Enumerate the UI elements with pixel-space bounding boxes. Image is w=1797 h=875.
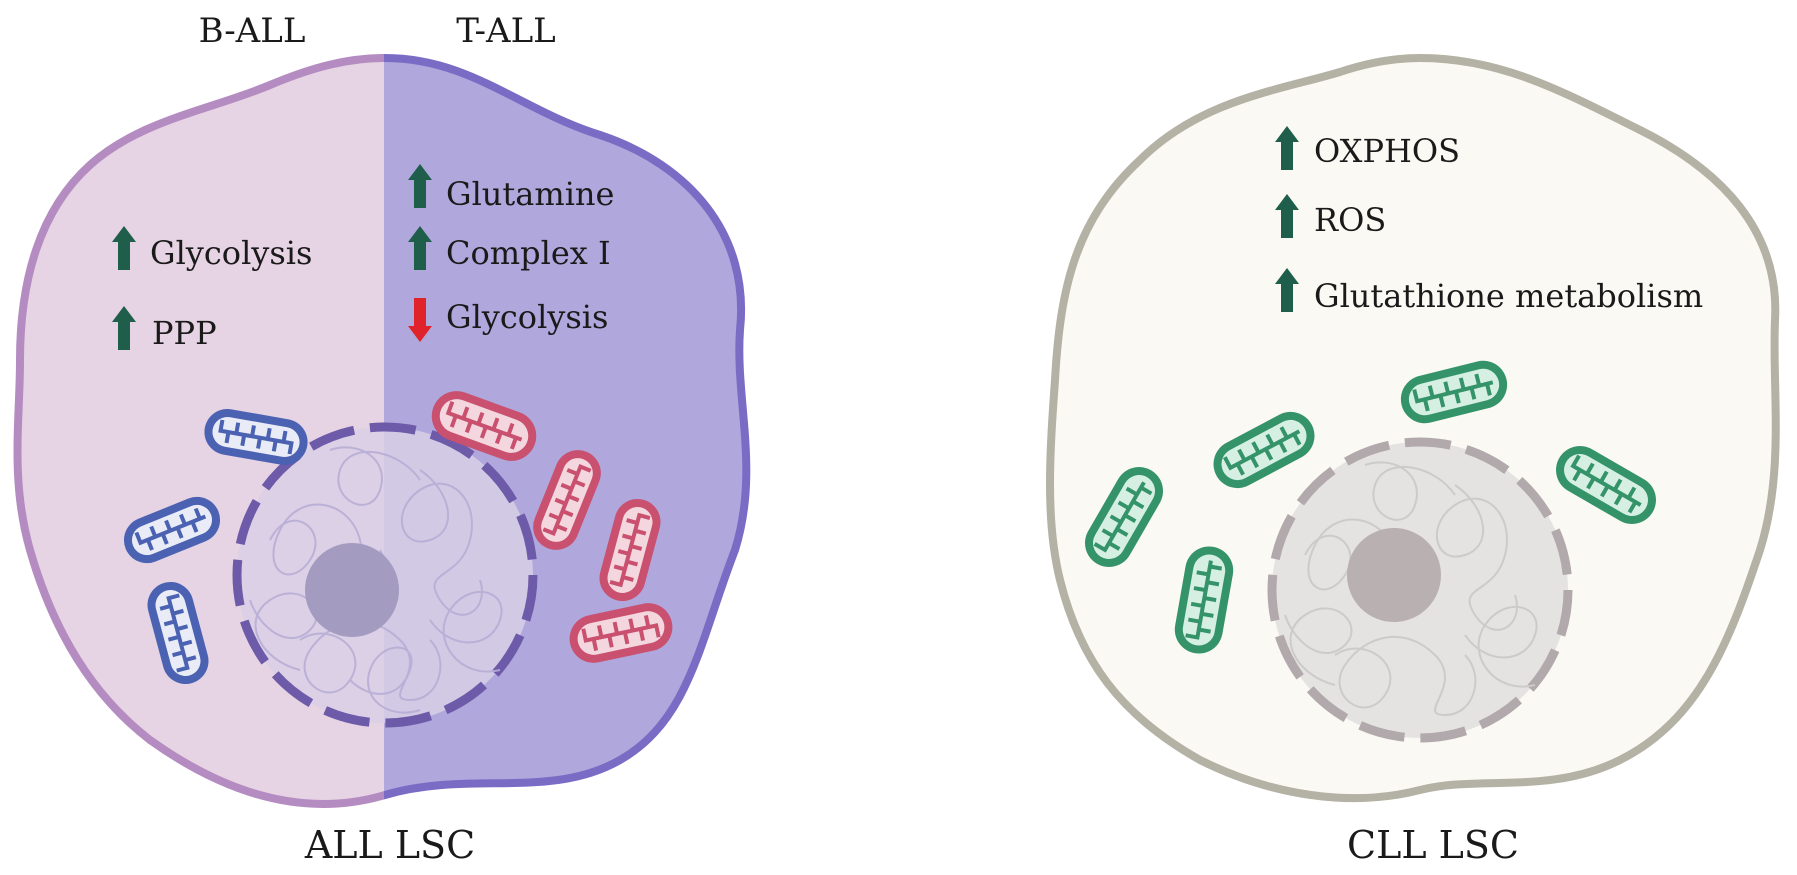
b-all-item-label: PPP bbox=[152, 314, 217, 352]
b-all-header: B-ALL bbox=[199, 11, 306, 51]
cll-nucleus bbox=[1267, 437, 1573, 743]
all-nucleolus bbox=[305, 543, 399, 637]
cll-mitochondria bbox=[1085, 360, 1656, 654]
up-arrow-icon bbox=[1275, 126, 1299, 170]
cll-item-label: OXPHOS bbox=[1314, 132, 1460, 170]
mitochondrion bbox=[431, 391, 537, 461]
cll-membrane bbox=[1046, 53, 1780, 803]
t-all-mitochondria bbox=[431, 391, 673, 663]
b-all-mitochondria bbox=[123, 408, 308, 685]
up-arrow-icon bbox=[112, 226, 136, 270]
up-arrow-icon bbox=[1275, 268, 1299, 312]
t-all-item: Complex I bbox=[408, 226, 611, 272]
cll-item-label: ROS bbox=[1314, 201, 1386, 239]
up-arrow-icon bbox=[112, 306, 136, 350]
mitochondrion bbox=[1174, 546, 1234, 654]
mitochondrion bbox=[147, 581, 209, 685]
t-all-membrane bbox=[384, 53, 751, 800]
t-all-item: Glutamine bbox=[408, 164, 614, 213]
cll-item-label: Glutathione metabolism bbox=[1314, 277, 1703, 315]
all-lsc-cell: B-ALL T-ALL Glycolysis PPP Glutamine Com… bbox=[13, 11, 751, 867]
t-all-item-label: Glutamine bbox=[446, 175, 614, 213]
b-all-item-label: Glycolysis bbox=[150, 234, 312, 272]
all-nucleus bbox=[232, 422, 538, 728]
up-arrow-icon bbox=[1275, 194, 1299, 238]
mitochondrion bbox=[204, 408, 308, 466]
cll-lsc-cell: OXPHOS ROS Glutathione metabolism CLL LS… bbox=[1046, 53, 1780, 867]
all-lsc-caption: ALL LSC bbox=[304, 823, 475, 867]
mitochondrion bbox=[1400, 360, 1508, 424]
cll-item: ROS bbox=[1275, 194, 1386, 239]
up-arrow-icon bbox=[408, 226, 432, 270]
mitochondrion bbox=[1213, 411, 1315, 489]
mitochondrion bbox=[123, 496, 221, 564]
b-all-item: PPP bbox=[112, 306, 217, 352]
t-all-item-label: Complex I bbox=[446, 234, 611, 272]
mitochondrion bbox=[1085, 467, 1163, 567]
cll-lsc-caption: CLL LSC bbox=[1347, 823, 1519, 867]
t-all-header: T-ALL bbox=[456, 11, 556, 51]
mitochondrion bbox=[533, 450, 601, 550]
up-arrow-icon bbox=[408, 164, 432, 208]
b-all-membrane bbox=[13, 54, 384, 808]
cll-item: OXPHOS bbox=[1275, 126, 1460, 170]
mitochondrion bbox=[1556, 446, 1656, 524]
cll-item: Glutathione metabolism bbox=[1275, 268, 1703, 315]
t-all-item-label: Glycolysis bbox=[446, 298, 608, 336]
down-arrow-icon bbox=[408, 298, 432, 342]
b-all-item: Glycolysis bbox=[112, 226, 312, 272]
chromatin bbox=[1284, 461, 1538, 717]
t-all-item: Glycolysis bbox=[408, 298, 608, 342]
mitochondrion bbox=[569, 603, 673, 663]
mitochondrion bbox=[599, 498, 661, 602]
cll-nucleolus bbox=[1347, 528, 1441, 622]
